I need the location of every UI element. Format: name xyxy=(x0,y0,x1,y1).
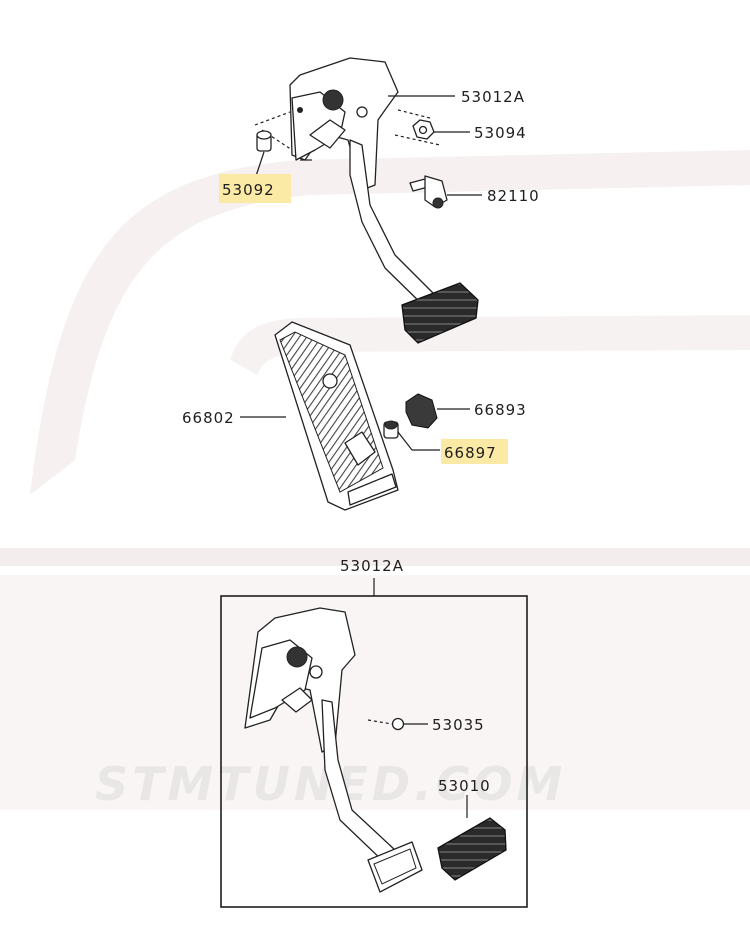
callout-53012a-top[interactable]: 53012A xyxy=(461,88,525,106)
callout-66893[interactable]: 66893 xyxy=(474,401,527,419)
switch-82110-drawing xyxy=(409,175,448,209)
callout-66897[interactable]: 66897 xyxy=(444,444,497,462)
leader-lines-top xyxy=(255,95,482,196)
nut-53092-drawing xyxy=(256,130,272,152)
leader-lines-inset xyxy=(404,723,468,818)
callout-82110[interactable]: 82110 xyxy=(487,187,540,205)
callout-53092[interactable]: 53092 xyxy=(222,181,275,199)
inset-pedal-assembly xyxy=(244,607,507,893)
foot-rest-pad xyxy=(274,321,438,511)
highlight-53092 xyxy=(219,174,291,203)
callout-53012a-inset[interactable]: 53012A xyxy=(340,557,404,575)
nut-53094-drawing xyxy=(412,119,435,140)
inset-box xyxy=(220,595,528,908)
leader-lines-middle xyxy=(240,408,470,451)
watermark-background: STMTUNED.COM xyxy=(0,150,750,811)
callout-53094[interactable]: 53094 xyxy=(474,124,527,142)
clip-66897-drawing xyxy=(383,420,399,439)
callout-53035[interactable]: 53035 xyxy=(432,716,485,734)
callout-66802[interactable]: 66802 xyxy=(182,409,235,427)
highlight-66897 xyxy=(441,439,508,464)
callout-53010[interactable]: 53010 xyxy=(438,777,491,795)
pedal-bracket-assembly xyxy=(254,57,479,344)
